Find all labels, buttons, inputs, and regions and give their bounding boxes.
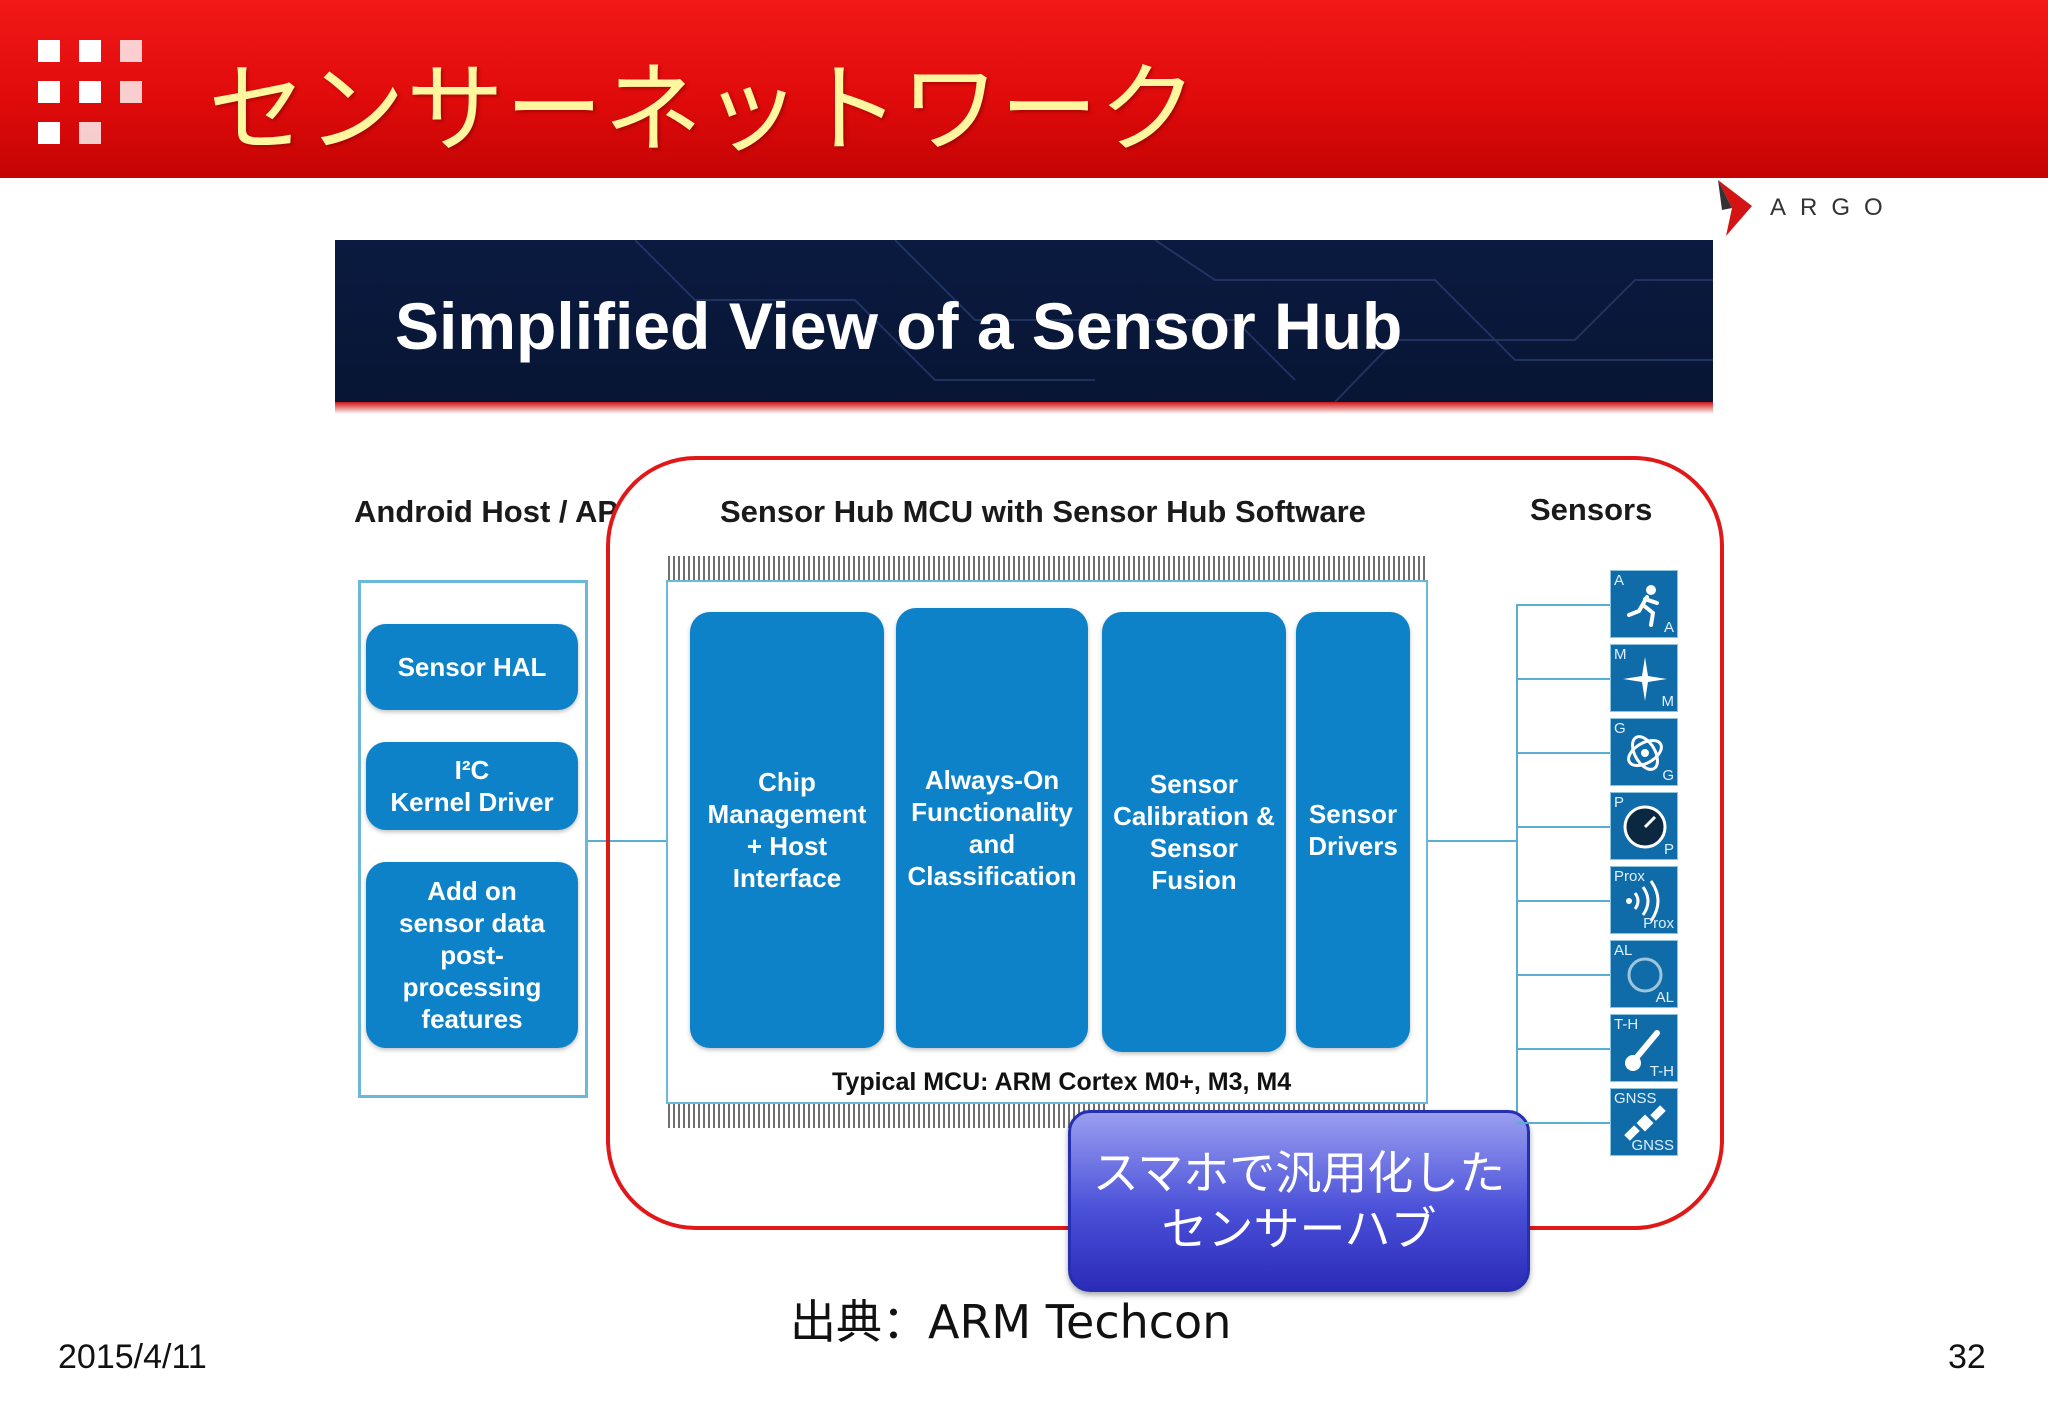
sensor-stub-line (1516, 1122, 1610, 1124)
mcu-caption: Typical MCU: ARM Cortex M0+, M3, M4 (832, 1068, 1292, 1096)
sensor-drivers-label: Sensor Drivers (1308, 799, 1398, 861)
grid-squares-icon (38, 40, 142, 144)
satellite-icon (1624, 1105, 1666, 1141)
sensor-stub-line (1516, 826, 1610, 828)
sensor-stub-line (1516, 1048, 1610, 1050)
chip-management-box: Chip Management + Host Interface (690, 612, 884, 1048)
compass-star-icon (1623, 657, 1667, 701)
sensor-stub-line (1516, 604, 1610, 606)
figure-banner: Simplified View of a Sensor Hub (335, 240, 1713, 402)
sensor-fusion-box: Sensor Calibration & Sensor Fusion (1102, 612, 1286, 1052)
sensor-label-top: Prox (1614, 868, 1645, 885)
sensor-label-top: T-H (1614, 1016, 1639, 1033)
sensor-temperature-humidity: T-H T-H (1610, 1014, 1678, 1082)
sensor-ambient-light: AL AL (1610, 940, 1678, 1008)
slide-title: センサーネットワーク (208, 53, 1199, 167)
argo-logo-icon (1718, 180, 1752, 236)
sensor-stub-line (1516, 974, 1610, 976)
post-processing-box: Add on sensor data post- processing feat… (366, 862, 578, 1048)
sensor-label-top: P (1614, 794, 1625, 811)
proximity-waves-icon (1626, 880, 1660, 922)
thermometer-icon (1625, 1030, 1660, 1071)
sensor-bus-line (1516, 604, 1518, 1126)
sensor-label-top: AL (1614, 942, 1633, 959)
sensor-stub-line (1516, 900, 1610, 902)
running-person-icon (1627, 585, 1659, 627)
i2c-kernel-driver-box: I²C Kernel Driver (366, 742, 578, 830)
sensor-label-bottom: Prox (1643, 915, 1674, 932)
slide-date: 2015/4/11 (58, 1338, 207, 1376)
host-hub-connector (588, 840, 668, 842)
sensor-label-top: A (1614, 572, 1625, 589)
sensor-magnetometer: M M (1610, 644, 1678, 712)
sensor-stub-line (1516, 752, 1610, 754)
sensor-hub-callout: スマホで汎用化した センサーハブ (1068, 1110, 1530, 1292)
chip-management-label: Chip Management + Host Interface (707, 767, 867, 893)
sensor-label-bottom: M (1661, 693, 1675, 710)
sensor-label-bottom: G (1662, 767, 1674, 784)
banner-red-underline (335, 402, 1713, 414)
sensor-drivers-box: Sensor Drivers (1296, 612, 1410, 1048)
gyroscope-icon (1627, 735, 1663, 771)
sensor-label-bottom: T-H (1649, 1063, 1674, 1080)
sensor-accelerometer: A A (1610, 570, 1678, 638)
sensor-label-bottom: AL (1655, 989, 1674, 1006)
sensor-hal-box: Sensor HAL (366, 624, 578, 710)
slide-header: センサーネットワーク (0, 0, 2048, 178)
page-number: 32 (1948, 1338, 1986, 1376)
hub-sensor-connector (1428, 840, 1518, 842)
hub-column-heading: Sensor Hub MCU with Sensor Hub Software (720, 494, 1366, 529)
sensor-gyroscope: G G (1610, 718, 1678, 786)
always-on-box: Always-On Functionality and Classificati… (896, 608, 1088, 1048)
sensor-hal-label: Sensor HAL (397, 652, 547, 682)
pressure-gauge-icon (1623, 805, 1667, 849)
sensor-proximity: Prox Prox (1610, 866, 1678, 934)
sensor-label-top: G (1614, 720, 1626, 737)
callout-text: スマホで汎用化した センサーハブ (1092, 1146, 1506, 1256)
circuit-lines-decoration (634, 240, 1713, 402)
i2c-kernel-driver-label: I²C Kernel Driver (390, 755, 554, 817)
sensor-stub-line (1516, 678, 1610, 680)
sensor-label-top: M (1614, 646, 1627, 663)
source-credit: 出典：ARM Techcon (790, 1295, 1232, 1349)
mcu-top-pins (668, 556, 1426, 580)
host-column-heading: Android Host / AP (354, 494, 619, 529)
sensors-column-heading: Sensors (1530, 492, 1653, 527)
sensor-label-top: GNSS (1614, 1090, 1657, 1107)
android-host-frame (358, 580, 588, 1098)
brand-name: ARGO (1770, 194, 1897, 221)
post-processing-label: Add on sensor data post- processing feat… (399, 876, 545, 1034)
sensor-fusion-label: Sensor Calibration & Sensor Fusion (1113, 769, 1275, 895)
always-on-label: Always-On Functionality and Classificati… (907, 765, 1077, 891)
figure-title: Simplified View of a Sensor Hub (395, 289, 1403, 363)
ambient-light-icon (1627, 957, 1663, 993)
sensor-label-bottom: P (1663, 841, 1674, 858)
sensor-label-bottom: A (1663, 619, 1674, 636)
sensor-pressure: P P (1610, 792, 1678, 860)
